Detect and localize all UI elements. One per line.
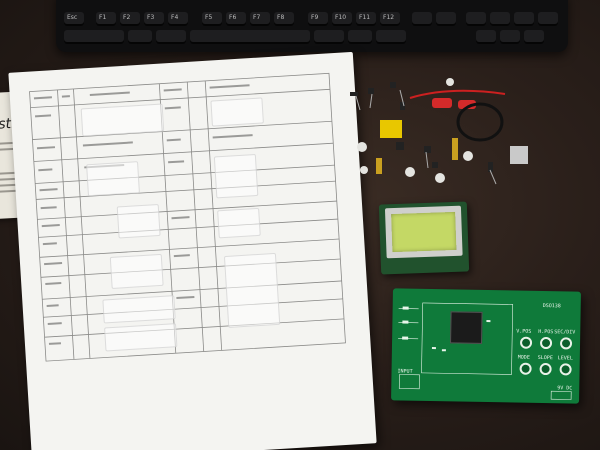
pcb-traces <box>398 302 572 400</box>
component-bag <box>213 153 259 199</box>
lcd-frame <box>384 205 463 259</box>
key-f1-label: F1 <box>99 14 107 21</box>
key-f3: F3 <box>144 12 164 26</box>
key-f7-label: F7 <box>253 14 261 21</box>
key-nav <box>514 12 534 26</box>
key-f9-label: F9 <box>311 14 319 21</box>
loose-components <box>350 78 528 185</box>
key-nav <box>490 12 510 26</box>
key-f6-label: F6 <box>229 14 237 21</box>
key-f4: F4 <box>168 12 188 26</box>
key-f8: F8 <box>274 12 294 26</box>
white-knob <box>463 151 473 161</box>
lcd-screen <box>391 211 457 253</box>
key-ctrl <box>64 30 124 44</box>
key-f1: F1 <box>96 12 116 26</box>
component-bag <box>80 103 165 137</box>
component-bag <box>210 97 264 127</box>
key-f11-label: F11 <box>359 14 371 21</box>
heatsink <box>510 146 528 164</box>
key-nav <box>538 12 558 26</box>
key-space <box>190 30 310 44</box>
yellow-switch <box>380 120 402 138</box>
key-arrow <box>524 30 544 44</box>
key-f2-label: F2 <box>123 14 131 21</box>
key-f12: F12 <box>380 12 400 26</box>
component-bag <box>109 253 164 289</box>
red-alligator-clip <box>432 98 452 108</box>
key-ctrl-right <box>376 30 406 44</box>
oscilloscope-pcb: DSO138 INPUT 9V DC V.POS H.POS SEC/DIV M… <box>391 288 581 404</box>
component-bag <box>86 161 140 197</box>
key-f10: F10 <box>332 12 352 26</box>
key-f11: F11 <box>356 12 376 26</box>
white-knob <box>435 173 445 183</box>
key-altgr <box>314 30 344 44</box>
white-knob <box>360 166 368 174</box>
key-win <box>128 30 152 44</box>
white-knob <box>357 142 367 152</box>
key-f5: F5 <box>202 12 222 26</box>
key-f2: F2 <box>120 12 140 26</box>
key-f8-label: F8 <box>277 14 285 21</box>
black-wire-coil <box>456 102 504 142</box>
key-esc-label: Esc <box>67 14 78 21</box>
key-menu <box>348 30 372 44</box>
parts-table-grid <box>29 72 346 362</box>
key-f7: F7 <box>250 12 270 26</box>
component-bag <box>217 207 261 239</box>
white-knob <box>446 78 454 86</box>
key-f5-label: F5 <box>205 14 213 21</box>
spring <box>452 138 458 160</box>
key-nav <box>466 12 486 26</box>
key-f3-label: F3 <box>147 14 155 21</box>
parts-list-sheet <box>8 51 377 450</box>
keyboard: Esc F1 F2 F3 F4 F5 F6 F7 F8 F9 F10 F11 F… <box>56 0 568 52</box>
white-knob <box>405 167 415 177</box>
component-bag <box>116 203 161 239</box>
key-f10-label: F10 <box>335 14 347 21</box>
component-bag <box>102 295 176 324</box>
key-f6: F6 <box>226 12 246 26</box>
key-arrow <box>500 30 520 44</box>
red-probe-wire <box>409 89 506 99</box>
key-f9: F9 <box>308 12 328 26</box>
key-f12-label: F12 <box>383 14 395 21</box>
lcd-module <box>378 201 470 275</box>
component-bag <box>223 252 281 328</box>
component-bag <box>104 323 178 352</box>
key-prtsc <box>412 12 432 26</box>
key-alt <box>156 30 186 44</box>
key-arrow <box>476 30 496 44</box>
header-pin <box>376 158 382 174</box>
key-esc: Esc <box>64 12 84 26</box>
key-scroll <box>436 12 456 26</box>
key-f4-label: F4 <box>171 14 179 21</box>
